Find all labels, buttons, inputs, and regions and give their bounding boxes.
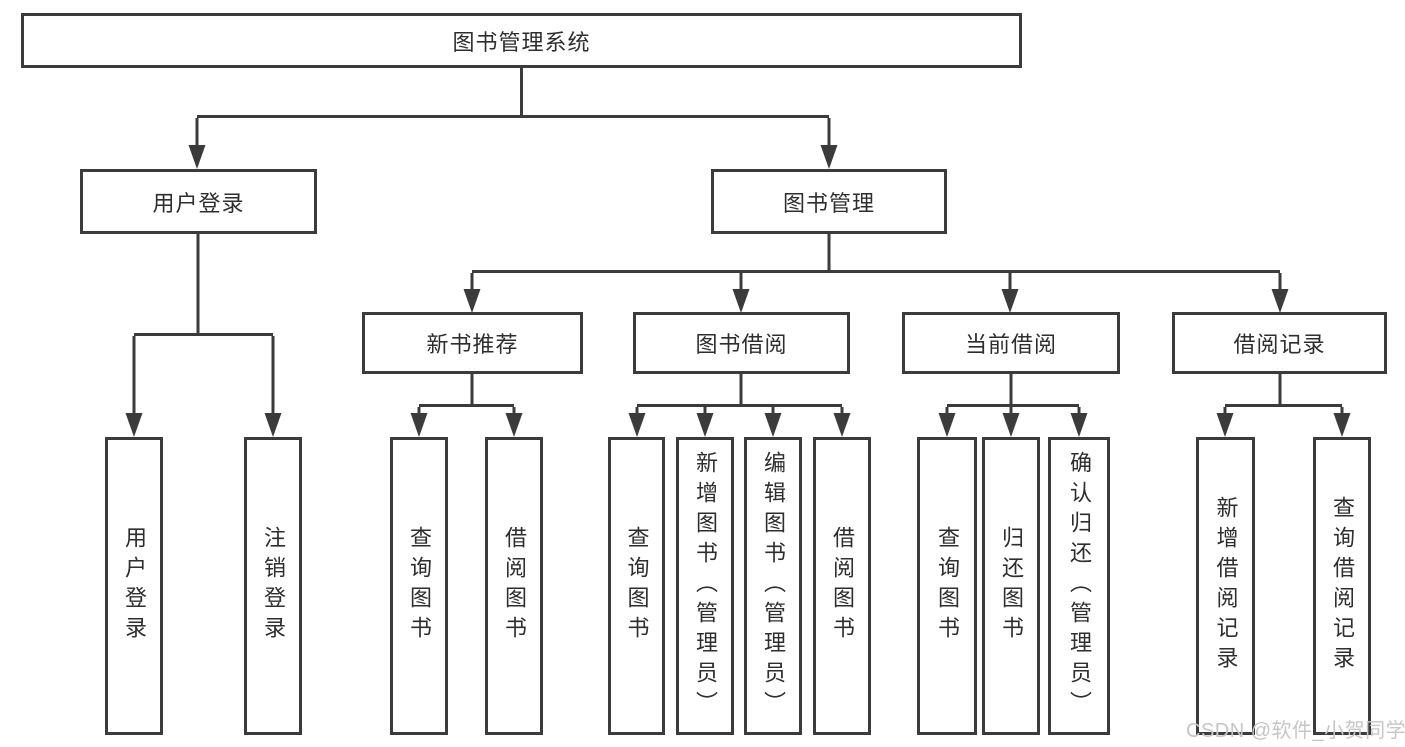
leaf-confirm-return-admin: 确认归还（管理员） [1048, 437, 1110, 735]
leaf-add-books-admin: 新增图书（管理员） [676, 437, 734, 735]
leaf-return-books: 归还图书 [982, 437, 1040, 735]
leaf-query-books-borrow: 查询图书 [608, 437, 665, 735]
csdn-watermark: CSDN @软件_小贺同学 [1186, 720, 1405, 742]
connector-user-login-to-leaves [125, 234, 282, 437]
connector-current-borrow-to-leaves [938, 374, 1088, 437]
node-new-book-recommend: 新书推荐 [362, 312, 583, 374]
leaf-borrow-books: 借阅图书 [813, 437, 871, 735]
connector-root-to-level2 [188, 68, 838, 169]
node-book-borrow: 图书借阅 [633, 312, 850, 374]
leaf-logout: 注销登录 [244, 437, 302, 735]
node-root-library-system: 图书管理系统 [21, 13, 1022, 68]
node-borrow-records: 借阅记录 [1172, 312, 1387, 374]
leaf-add-borrow-record: 新增借阅记录 [1196, 437, 1255, 735]
node-book-management: 图书管理 [711, 169, 947, 234]
connector-book-borrow-to-leaves [628, 374, 851, 437]
leaf-query-books-current: 查询图书 [917, 437, 977, 735]
node-current-borrow: 当前借阅 [902, 312, 1120, 374]
leaf-user-login: 用户登录 [105, 437, 163, 735]
leaf-query-books-recommend: 查询图书 [390, 437, 448, 735]
node-user-login: 用户登录 [80, 169, 317, 234]
connector-book-management-to-level3 [463, 234, 1289, 313]
connector-new-book-recommend-to-leaves [410, 374, 523, 437]
connector-borrow-records-to-leaves [1216, 374, 1351, 437]
leaf-query-borrow-record: 查询借阅记录 [1313, 437, 1371, 735]
leaf-borrow-books-recommend: 借阅图书 [485, 437, 543, 735]
leaf-edit-books-admin: 编辑图书（管理员） [744, 437, 802, 735]
